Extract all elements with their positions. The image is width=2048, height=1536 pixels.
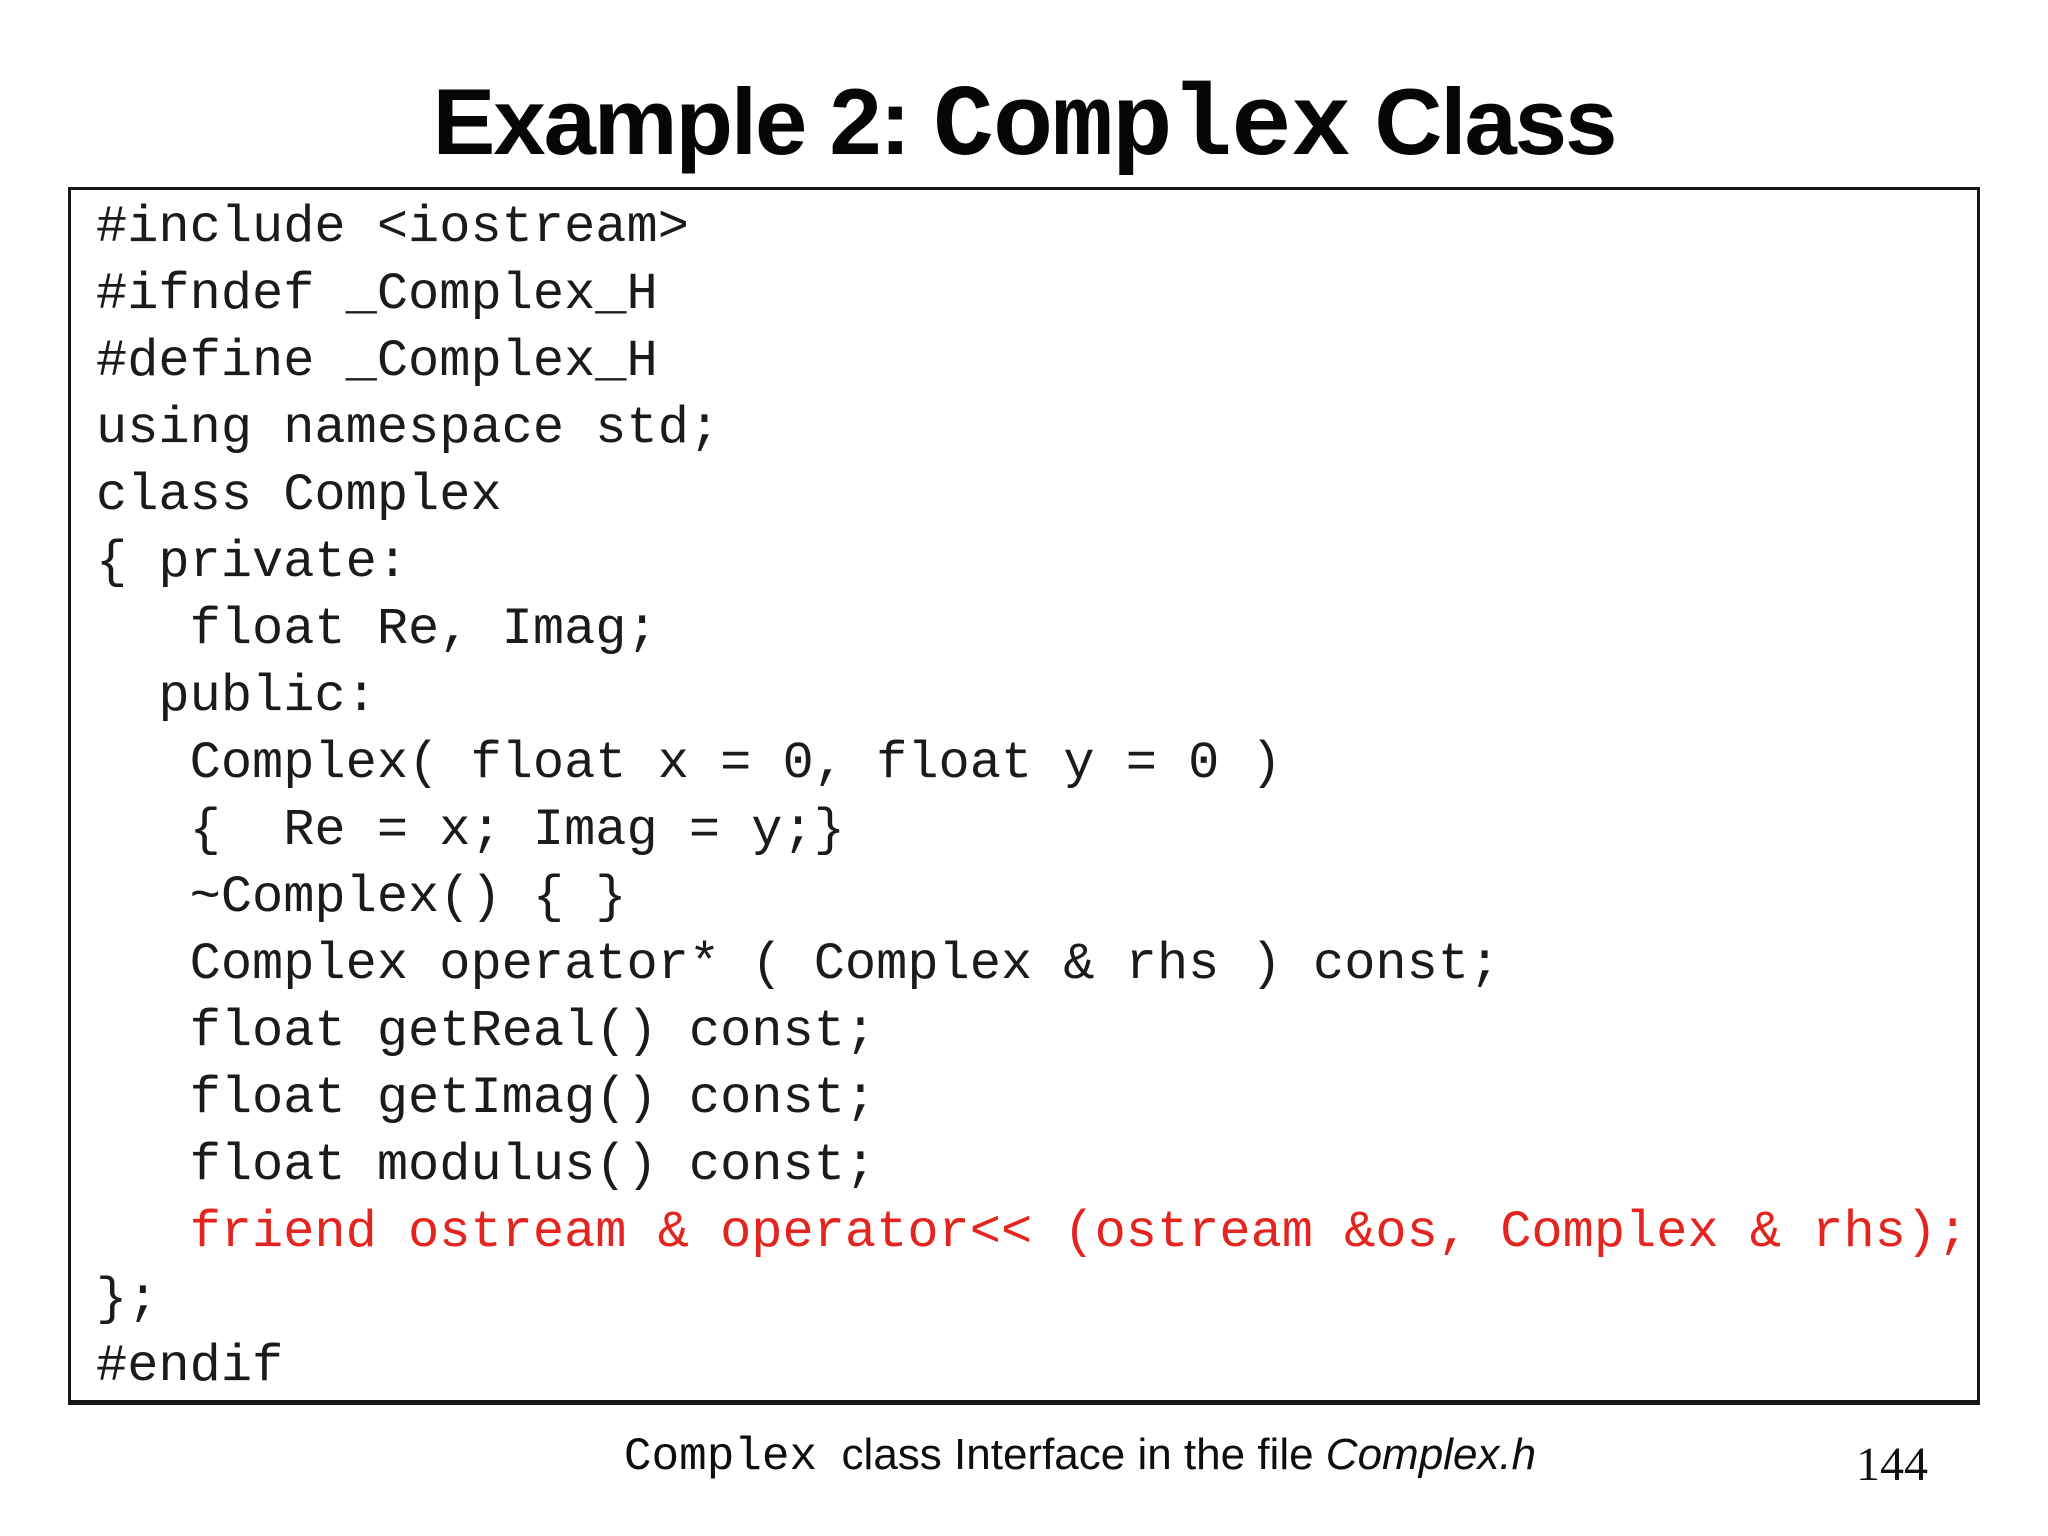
page-number: 144 [1856,1438,1928,1491]
slide-title: Example 2: Complex Class [0,57,2048,193]
code-line: ~Complex() { } [96,868,627,927]
code-block: #include <iostream> #ifndef _Complex_H #de… [68,187,1980,1405]
code-line: float modulus() const; [96,1136,877,1195]
title-prefix: Example 2: [432,69,934,174]
code-line: { private: [96,533,409,592]
caption-text: class Interface in the file [817,1430,1326,1479]
code-line: #define _Complex_H [96,332,658,391]
title-suffix: Class [1350,69,1618,174]
caption: Complex class Interface in the file Comp… [56,1425,2048,1487]
code-line: #ifndef _Complex_H [96,265,658,324]
caption-code-word: Complex [623,1431,818,1483]
code-line: float Re, Imag; [96,600,658,659]
code-line: #include <iostream> [96,198,689,257]
code-line: class Complex [96,466,502,525]
code-line: { Re = x; Imag = y;} [96,801,845,860]
code-line: Complex( float x = 0, float y = 0 ) [96,734,1282,793]
caption-filename: Complex.h [1325,1430,1537,1479]
code-line: Complex operator* ( Complex & rhs ) cons… [96,935,1501,994]
code-line: public: [96,667,377,726]
code-line-highlighted: friend ostream & operator<< (ostream &os… [96,1203,1969,1262]
code-line: #endif [96,1337,284,1396]
title-code-word: Complex [933,71,1351,185]
code-line: float getImag() const; [96,1069,877,1128]
code-line: }; [96,1270,159,1329]
code-line: float getReal() const; [96,1002,877,1061]
code-line: using namespace std; [96,399,721,458]
